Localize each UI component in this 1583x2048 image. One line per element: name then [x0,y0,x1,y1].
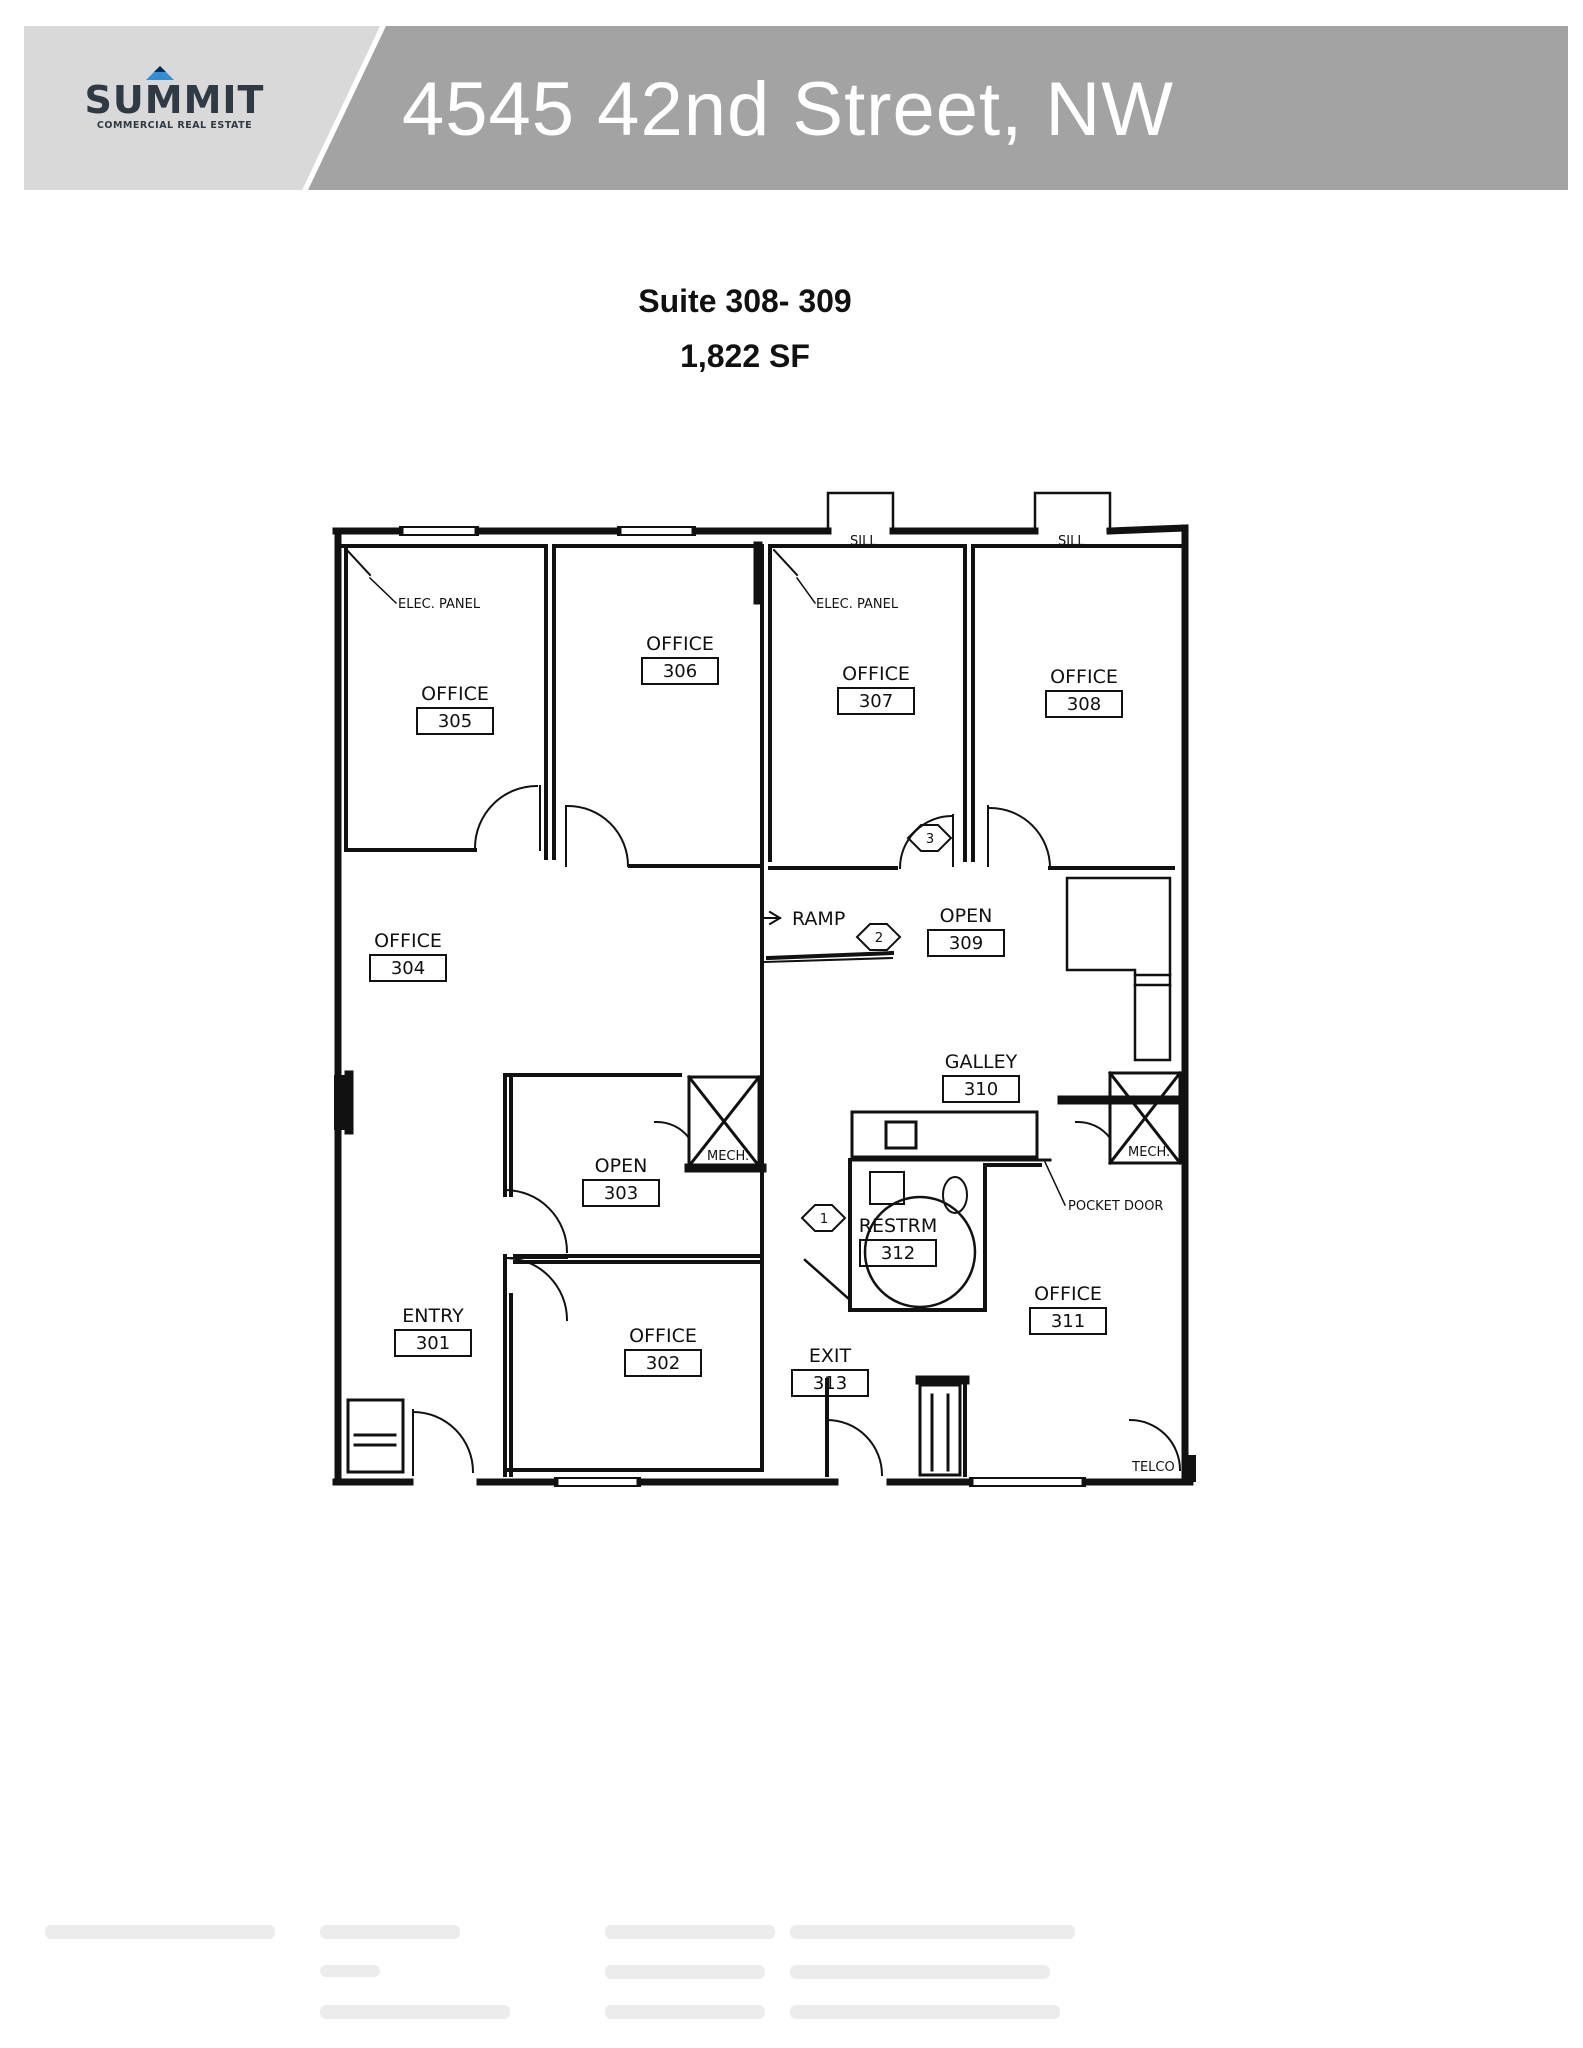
header-banner: SUMMIT COMMERCIAL REAL ESTATE 4545 42nd … [0,0,1583,200]
logo-tagline: COMMERCIAL REAL ESTATE [96,120,253,131]
room-number-313: 313 [813,1373,847,1394]
room-label-305: OFFICE [421,683,489,705]
room-label-303: OPEN [595,1155,648,1177]
room-label-310: GALLEY [945,1051,1018,1073]
elec-panel-label-right: ELEC. PANEL [816,597,899,612]
illegible-footer [45,1925,1075,2019]
room-label-304: OFFICE [374,930,442,952]
suite-area: 1,822 SF [680,338,810,374]
room-label-302: OFFICE [629,1325,697,1347]
room-number-306: 306 [663,661,697,682]
sill-label-right: SILL [1058,534,1085,549]
mech-label-right: MECH. [1128,1145,1170,1160]
room-number-boxes [369,657,1123,1397]
room-labels: OFFICE 305 OFFICE 306 OFFICE 307 OFFICE … [374,633,1118,1394]
marker-3: 3 [926,832,934,847]
room-label-306: OFFICE [646,633,714,655]
leader-lines [368,576,1066,1206]
room-number-304: 304 [391,958,425,979]
mech-shaft-right [1107,1070,1183,1166]
room-number-310: 310 [964,1079,998,1100]
room-number-308: 308 [1067,694,1101,715]
room-number-305: 305 [438,711,472,732]
pocket-door-label: POCKET DOOR [1068,1199,1163,1214]
room-label-308: OFFICE [1050,666,1118,688]
mech-shaft-left [686,1074,762,1169]
logo-wordmark: SUMMIT [84,78,265,122]
property-address: 4545 42nd Street, NW [402,67,1174,152]
exit-closet [918,1383,962,1477]
telco-label: TELCO [1131,1460,1175,1475]
room-number-307: 307 [859,691,893,712]
room-label-311: OFFICE [1034,1283,1102,1305]
floor-plan: OFFICE 305 OFFICE 306 OFFICE 307 OFFICE … [332,491,1196,1487]
banner-background [24,26,1568,190]
exterior-walls [332,524,1194,1486]
room-label-309: OPEN [940,905,993,927]
room-number-303: 303 [604,1183,638,1204]
hex-marker-labels: 1 2 3 [820,832,934,1227]
telco-block [1184,1455,1196,1482]
mech-label-left: MECH. [707,1149,749,1164]
elec-panel-label-left: ELEC. PANEL [398,597,481,612]
window-sills [826,491,1112,533]
suite-title: Suite 308- 309 [638,283,852,319]
sill-label-left: SILL [850,534,877,549]
room-number-311: 311 [1051,1311,1085,1332]
ramp-label: RAMP [792,908,845,930]
ramp-line [762,910,894,964]
galley-counter [850,1110,1052,1162]
room-label-312: RESTRM [859,1215,937,1237]
room-label-307: OFFICE [842,663,910,685]
mountain-peak-icon [146,66,174,80]
room-label-313: EXIT [809,1345,852,1367]
door-swings [345,548,1182,1477]
windows [399,526,1086,1487]
room-number-312: 312 [881,1243,915,1264]
galley-cabinets [1065,876,1172,1062]
interior-walls [336,544,1187,1477]
marker-2: 2 [875,931,883,946]
room-number-302: 302 [646,1353,680,1374]
marker-1: 1 [820,1212,828,1227]
entry-closet [346,1398,405,1474]
plan-annotations: ELEC. PANEL ELEC. PANEL SILL SILL RAMP M… [398,534,1175,1475]
room-number-301: 301 [416,1333,450,1354]
room-number-309: 309 [949,933,983,954]
restroom-walls [803,1158,1042,1312]
wall-recess [334,1075,346,1130]
room-label-301: ENTRY [402,1305,464,1327]
hex-markers [800,824,953,1232]
